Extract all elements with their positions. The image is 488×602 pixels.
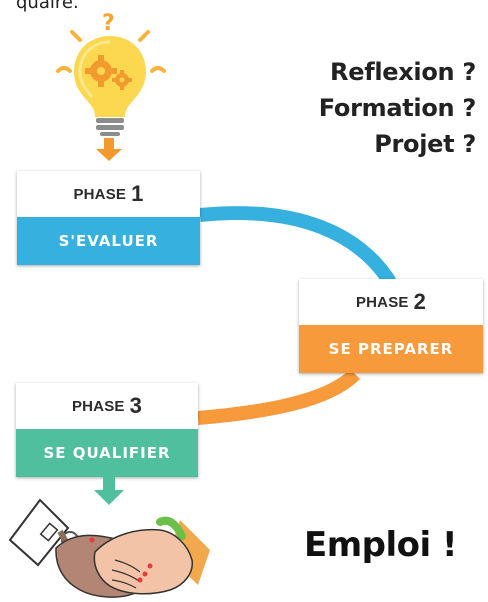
phase-3-number: 3 xyxy=(129,393,143,418)
emploi-text: Emploi ! xyxy=(304,525,458,565)
phase-3-prefix: PHASE xyxy=(71,397,125,415)
phase-2-number: 2 xyxy=(413,289,427,314)
phase-1-card: PHASE 1 S'EVALUER xyxy=(17,171,200,265)
phase-1-heading: PHASE 1 xyxy=(17,171,200,217)
phase-3-heading: PHASE 3 xyxy=(16,383,198,429)
phase-2-prefix: PHASE xyxy=(355,293,409,311)
phase-1-number: 1 xyxy=(131,181,144,206)
questions-block: Reflexion ? Formation ? Projet ? xyxy=(286,54,477,162)
svg-text:?: ? xyxy=(102,11,115,36)
phase-3-label: SE QUALIFIER xyxy=(16,429,198,477)
connector-phase2-to-phase3 xyxy=(197,368,361,425)
question-reflexion: Reflexion ? xyxy=(330,58,476,86)
phase-1-prefix: PHASE xyxy=(73,185,127,203)
phase-3-card: PHASE 3 SE QUALIFIER xyxy=(16,383,198,477)
phase-2-label: SE PREPARER xyxy=(299,325,483,373)
phase-2-heading: PHASE 2 xyxy=(299,279,483,325)
phase-2-card: PHASE 2 SE PREPARER xyxy=(299,279,483,373)
connector-phase1-to-phase2 xyxy=(199,206,396,286)
question-formation: Formation ? xyxy=(318,94,477,122)
phase-1-label: S'EVALUER xyxy=(17,217,200,265)
top-text-fragment: quaire. xyxy=(16,0,79,13)
question-projet: Projet ? xyxy=(374,130,476,158)
